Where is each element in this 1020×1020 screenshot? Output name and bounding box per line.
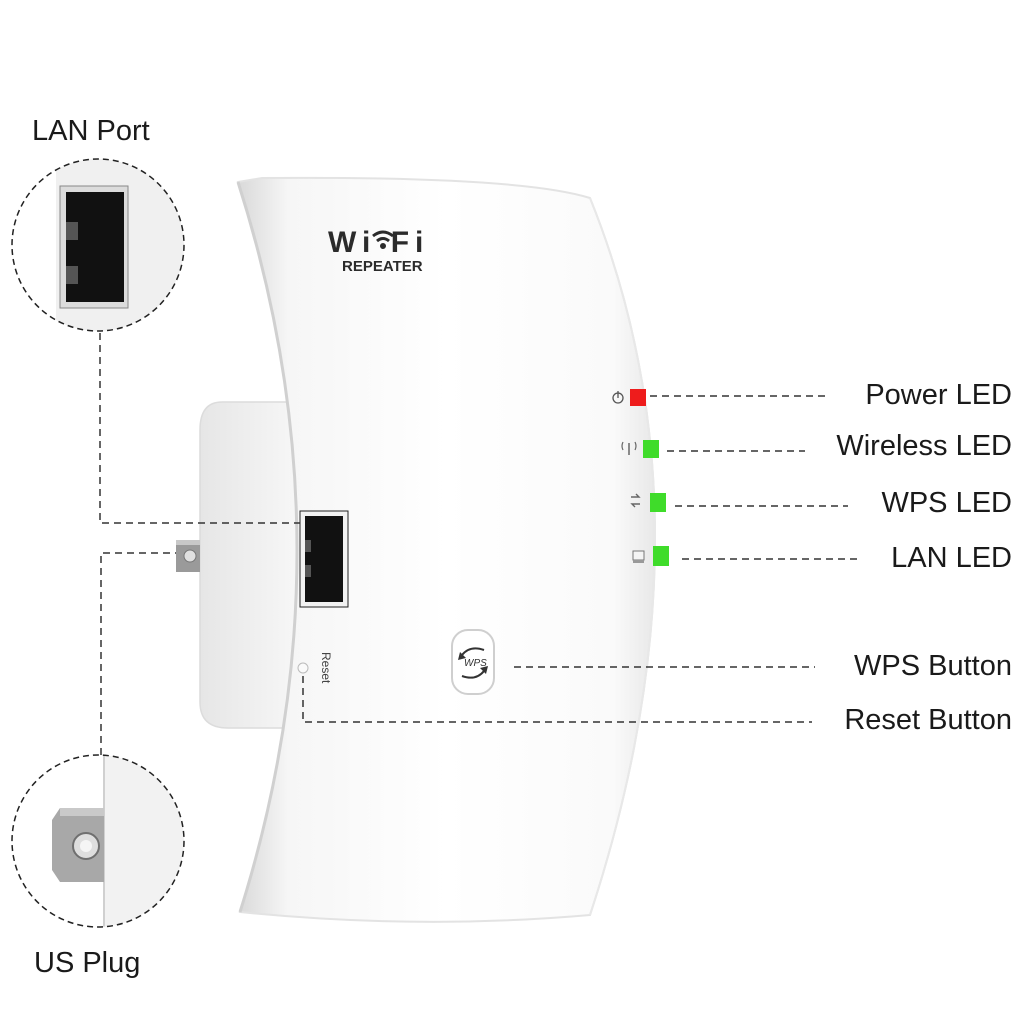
lan-icon — [632, 550, 645, 563]
power-led — [630, 389, 646, 406]
wps-button[interactable]: WPS — [451, 629, 495, 695]
lan-led — [653, 546, 669, 566]
callout-lines — [99, 333, 858, 755]
lan-led-group — [632, 546, 669, 566]
brand-text: Wi Fi — [328, 226, 429, 259]
wps-refresh-icon — [458, 647, 488, 679]
wireless-led — [643, 440, 659, 458]
lan-port-callout-line — [99, 333, 300, 524]
us-plug-magnifier — [11, 754, 185, 928]
reset-button-label: Reset Button — [844, 704, 1012, 736]
model-text: REPEATER — [342, 258, 423, 275]
us-plug-label: US Plug — [34, 947, 141, 979]
lan-port-magnifier — [11, 158, 185, 332]
plug-housing — [199, 401, 306, 729]
power-led-group — [612, 389, 646, 406]
wps-button-text: WPS — [464, 658, 487, 669]
repeater-body — [236, 176, 656, 923]
power-icon — [612, 391, 624, 404]
wireless-icon — [621, 441, 637, 455]
us-plug-callout-line — [100, 552, 176, 755]
reset-label: Reset — [319, 652, 333, 684]
wps-icon — [630, 493, 641, 508]
wifi-icon — [372, 230, 394, 249]
power-led-label: Power LED — [865, 379, 1012, 411]
lan-led-label: LAN LED — [891, 542, 1012, 574]
us-plug-prong — [176, 540, 200, 572]
reset-button[interactable] — [297, 662, 309, 674]
lan-port-label: LAN Port — [32, 115, 150, 147]
wps-led-label: WPS LED — [881, 487, 1012, 519]
lan-port[interactable] — [299, 510, 349, 608]
reset-button-callout-line — [302, 676, 812, 723]
wireless-led-label: Wireless LED — [836, 430, 1012, 462]
wireless-led-group — [621, 440, 659, 458]
wifi-logo: Wi Fi REPEATER — [328, 226, 429, 275]
wps-led — [650, 493, 666, 512]
wps-button-label: WPS Button — [854, 650, 1012, 682]
wps-led-group — [630, 493, 666, 512]
